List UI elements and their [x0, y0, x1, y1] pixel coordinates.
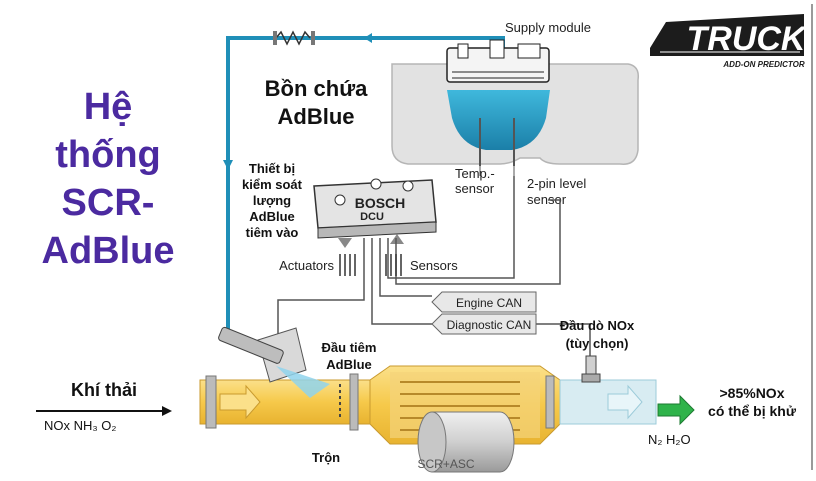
sensors-label: Sensors: [410, 258, 458, 273]
injector-label-line-2: AdBlue: [326, 357, 372, 372]
nox-probe-label-line-1: Đầu dò NOx: [560, 318, 635, 333]
output-gases-label: N₂ H₂O: [648, 432, 691, 447]
injector-label-line-1: Đầu tiêm: [322, 340, 377, 355]
reduction-label-line-2: có thể bị khử: [708, 403, 797, 419]
mixer-label: Trộn: [312, 450, 340, 465]
tank-label-line-1: Bồn chứa: [265, 76, 368, 101]
controller-label-line-1: Thiết bị: [249, 161, 295, 176]
supply-module-label: Supply module: [505, 20, 591, 35]
supply-module: [446, 39, 550, 83]
level-sensor-label-line-1: 2-pin level: [527, 176, 586, 191]
temp-sensor-label-line-1: Temp.-: [455, 166, 495, 181]
diagnostic-can-label: Diagnostic CAN: [447, 318, 532, 332]
actuators-label: Actuators: [279, 258, 334, 273]
adblue-fluid: [447, 90, 550, 150]
adblue-tank: [391, 63, 640, 176]
controller-label-line-2: kiểm soát: [242, 177, 303, 192]
reduction-label-line-1: >85%NOx: [720, 385, 785, 401]
nox-probe-icon: [581, 355, 601, 383]
exhaust-gases-label: NOx NH₃ O₂: [44, 418, 116, 433]
controller-label-line-3: lượng: [253, 193, 291, 208]
injector-icon: [218, 326, 330, 398]
exhaust-inlet-arrowhead: [162, 406, 172, 416]
temp-sensor-label-line-2: sensor: [455, 181, 495, 196]
title-line-2: thống: [55, 134, 161, 176]
truck-logo: TRUCK ADD-ON PREDICTOR: [650, 14, 808, 69]
dcu-brand-label: BOSCH: [355, 195, 406, 211]
green-arrow-icon: [657, 394, 695, 426]
exhaust-pipe: [199, 365, 657, 445]
catalyst-cylinder: [417, 411, 515, 473]
title-line-4: AdBlue: [41, 230, 175, 272]
title-line-1: Hệ: [83, 86, 133, 128]
diagnostic-can-connector: [431, 313, 537, 335]
sensor-signal-bars: [385, 254, 402, 276]
dcu-name-label: DCU: [360, 211, 384, 223]
level-sensor-label-line-2: sensor: [527, 192, 567, 207]
actuator-signal-bars: [339, 254, 356, 276]
exhaust-label: Khí thải: [71, 380, 137, 400]
controller-label-line-4: AdBlue: [249, 209, 295, 224]
engine-can-connector: [431, 291, 537, 313]
nox-probe-label-line-2: (tùy chọn): [566, 336, 629, 351]
logo-subtitle: ADD-ON PREDICTOR: [722, 60, 804, 69]
engine-can-label: Engine CAN: [456, 296, 522, 310]
bosch-dcu-icon: [313, 178, 437, 248]
title-line-3: SCR-: [61, 182, 155, 224]
catalyst-label: SCR+ASC: [417, 457, 474, 471]
logo-text: TRUCK: [687, 20, 808, 58]
tank-label-line-2: AdBlue: [278, 104, 355, 129]
controller-label-line-5: tiêm vào: [246, 225, 299, 240]
